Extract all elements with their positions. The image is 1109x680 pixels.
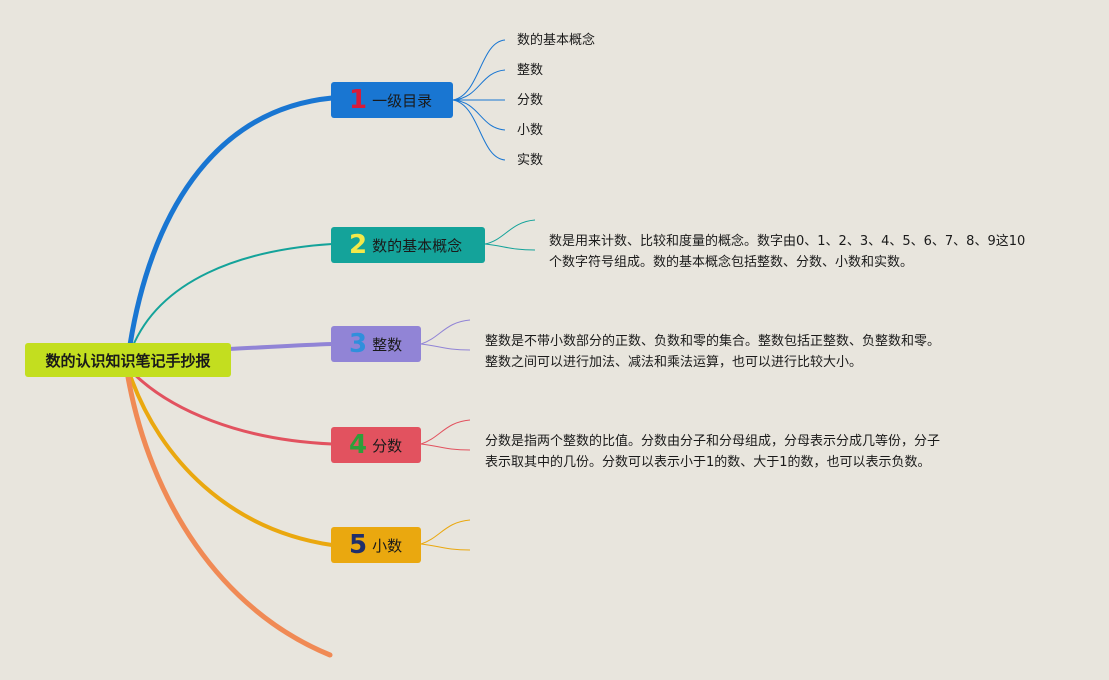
branch-line-extra [125,374,333,658]
root-label: 数的认识知识笔记手抄报 [45,351,211,370]
branch-number-2: 2 [349,230,368,260]
branch-line-3 [227,342,333,351]
note-line: 整数之间可以进行加法、减法和乘法运算，也可以进行比较大小。 [485,355,863,370]
note-line: 分数是指两个整数的比值。分数由分子和分母组成，分母表示分成几等份，分子 [485,434,941,449]
branch-node-2[interactable]: 2 数的基本概念 [331,227,485,263]
leaf-item[interactable]: 实数 [517,153,544,168]
note-line: 个数字符号组成。数的基本概念包括整数、分数、小数和实数。 [549,255,914,270]
branch-node-4[interactable]: 4 分数 [331,427,421,463]
root-node[interactable]: 数的认识知识笔记手抄报 [25,343,231,377]
fan-lines-1 [452,39,506,161]
leaf-item[interactable]: 数的基本概念 [517,33,596,48]
branch-node-3[interactable]: 3 整数 [331,326,421,362]
branch-number-1: 1 [349,85,368,115]
branch-node-5[interactable]: 5 小数 [331,527,421,563]
fan-lines-3 [420,319,471,351]
leaf-item[interactable]: 整数 [517,63,544,78]
fan-lines-5 [420,519,471,551]
branch-number-4: 4 [349,430,368,460]
fan-lines-2 [484,219,536,251]
branch-label-5: 小数 [372,536,403,555]
branch-label-4: 分数 [372,436,403,455]
note-branch-4[interactable]: 分数是指两个整数的比值。分数由分子和分母组成，分母表示分成几等份，分子 表示取其… [485,431,940,473]
branch-line-5 [128,374,333,547]
note-branch-2[interactable]: 数是用来计数、比较和度量的概念。数字由0、1、2、3、4、5、6、7、8、9这1… [549,231,1025,273]
branch-number-5: 5 [349,530,368,560]
leaf-item[interactable]: 分数 [517,93,544,108]
note-branch-3[interactable]: 整数是不带小数部分的正数、负数和零的集合。整数包括正整数、负整数和零。 整数之间… [485,331,940,373]
branch-line-2 [131,243,333,349]
note-line: 数是用来计数、比较和度量的概念。数字由0、1、2、3、4、5、6、7、8、9这1… [549,234,1026,249]
branch-label-1: 一级目录 [372,91,433,110]
note-line: 表示取其中的几份。分数可以表示小于1的数、大于1的数，也可以表示负数。 [485,455,931,470]
branch-line-1 [127,95,335,348]
branch-number-3: 3 [349,329,368,359]
note-line: 整数是不带小数部分的正数、负数和零的集合。整数包括正整数、负整数和零。 [485,334,941,349]
branch-line-4 [130,370,333,446]
fan-lines-4 [420,419,471,451]
branch-node-1[interactable]: 1 一级目录 [331,82,453,118]
branch-label-3: 整数 [372,335,403,354]
branch-label-2: 数的基本概念 [372,236,463,255]
leaf-item[interactable]: 小数 [517,123,544,138]
